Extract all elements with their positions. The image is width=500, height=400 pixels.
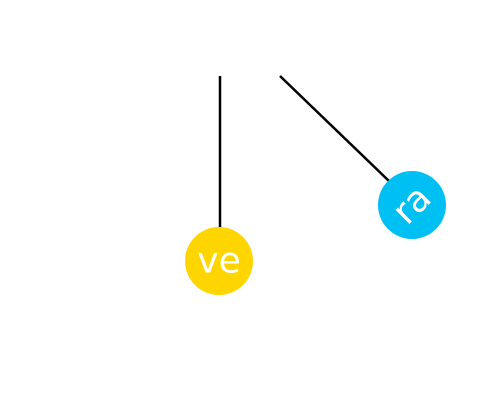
node-ra-circle [378, 171, 446, 239]
node-ve: ve [185, 227, 253, 295]
node-ve-circle [185, 227, 253, 295]
edge-to-ra [279, 75, 391, 183]
node-ve-label: ve [197, 241, 240, 282]
node-ra: ra [378, 171, 446, 239]
